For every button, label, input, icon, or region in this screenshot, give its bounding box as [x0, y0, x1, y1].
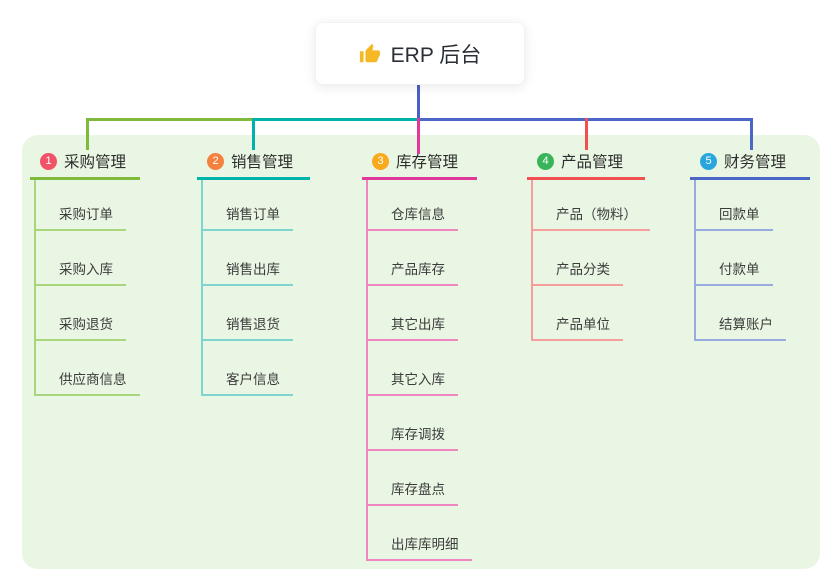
- branch-children: 仓库信息产品库存其它出库其它入库库存调拨库存盘点出库库明细: [366, 180, 477, 561]
- child-label: 库存盘点: [368, 478, 458, 506]
- root-label: ERP 后台: [390, 43, 482, 67]
- branch-connector-drop: [585, 118, 588, 150]
- child-label: 仓库信息: [368, 203, 458, 231]
- branch-node[interactable]: 2 销售管理: [197, 150, 310, 180]
- child-node[interactable]: 库存调拨: [368, 396, 477, 451]
- child-node[interactable]: 采购订单: [36, 180, 140, 231]
- child-label: 销售出库: [203, 258, 293, 286]
- branch-connector-drop: [252, 118, 255, 150]
- child-node[interactable]: 付款单: [696, 231, 810, 286]
- branch-number-badge: 5: [700, 152, 717, 170]
- branch-node[interactable]: 3 库存管理: [362, 150, 477, 180]
- branch-label: 库存管理: [396, 154, 459, 171]
- root-node[interactable]: ERP 后台: [315, 22, 525, 85]
- child-label: 结算账户: [696, 313, 786, 341]
- branch-label: 产品管理: [561, 154, 624, 171]
- branch-number-badge: 3: [372, 152, 389, 170]
- child-node[interactable]: 产品分类: [533, 231, 650, 286]
- branch-children: 采购订单采购入库采购退货供应商信息: [34, 180, 140, 396]
- branch-connector-line: [253, 118, 419, 121]
- child-node[interactable]: 销售退货: [203, 286, 310, 341]
- child-label: 产品单位: [533, 313, 623, 341]
- branch-1: 1 采购管理采购订单采购入库采购退货供应商信息: [30, 150, 140, 396]
- branch-number-badge: 4: [537, 152, 554, 170]
- branch-2: 2 销售管理销售订单销售出库销售退货客户信息: [197, 150, 310, 396]
- branch-node[interactable]: 4 产品管理: [527, 150, 645, 180]
- child-node[interactable]: 回款单: [696, 180, 810, 231]
- branch-connector-drop: [86, 118, 89, 150]
- branch-number-badge: 1: [40, 152, 57, 170]
- branches-panel: [22, 135, 820, 569]
- child-node[interactable]: 其它入库: [368, 341, 477, 396]
- branch-node[interactable]: 5 财务管理: [690, 150, 810, 180]
- branch-3: 3 库存管理仓库信息产品库存其它出库其它入库库存调拨库存盘点出库库明细: [362, 150, 477, 561]
- child-node[interactable]: 结算账户: [696, 286, 810, 341]
- child-node[interactable]: 其它出库: [368, 286, 477, 341]
- child-label: 付款单: [696, 258, 773, 286]
- child-label: 采购入库: [36, 258, 126, 286]
- child-node[interactable]: 采购退货: [36, 286, 140, 341]
- child-label: 库存调拨: [368, 423, 458, 451]
- branch-4: 4 产品管理产品（物料） 产品分类产品单位: [527, 150, 650, 341]
- child-label: 出库库明细: [368, 533, 472, 561]
- child-label: 产品分类: [533, 258, 623, 286]
- child-node[interactable]: 仓库信息: [368, 180, 477, 231]
- child-node[interactable]: 采购入库: [36, 231, 140, 286]
- branch-children: 回款单付款单结算账户: [694, 180, 810, 341]
- child-label: 其它出库: [368, 313, 458, 341]
- child-node[interactable]: 产品（物料）: [533, 180, 650, 231]
- child-node[interactable]: 产品库存: [368, 231, 477, 286]
- branch-label: 采购管理: [64, 154, 127, 171]
- child-label: 销售退货: [203, 313, 293, 341]
- child-node[interactable]: 库存盘点: [368, 451, 477, 506]
- child-label: 销售订单: [203, 203, 293, 231]
- child-label: 其它入库: [368, 368, 458, 396]
- child-label: 采购订单: [36, 203, 126, 231]
- child-node[interactable]: 出库库明细: [368, 506, 477, 561]
- root-connector-line: [417, 83, 420, 120]
- child-label: 产品库存: [368, 258, 458, 286]
- child-node[interactable]: 销售订单: [203, 180, 310, 231]
- branch-connector-drop: [750, 118, 753, 150]
- branch-label: 财务管理: [724, 154, 787, 171]
- branch-children: 销售订单销售出库销售退货客户信息: [201, 180, 310, 396]
- child-label: 采购退货: [36, 313, 126, 341]
- branch-connector-drop: [417, 118, 420, 154]
- child-label: 回款单: [696, 203, 773, 231]
- child-node[interactable]: 产品单位: [533, 286, 650, 341]
- branch-connector-line: [86, 118, 253, 121]
- child-label: 供应商信息: [36, 368, 140, 396]
- child-label: 产品（物料）: [533, 203, 650, 231]
- branch-number-badge: 2: [207, 152, 224, 170]
- thumbs-up-icon: [359, 43, 381, 65]
- branch-node[interactable]: 1 采购管理: [30, 150, 140, 180]
- branch-5: 5 财务管理回款单付款单结算账户: [690, 150, 810, 341]
- branch-children: 产品（物料） 产品分类产品单位: [531, 180, 650, 341]
- child-node[interactable]: 销售出库: [203, 231, 310, 286]
- branch-label: 销售管理: [231, 154, 294, 171]
- child-label: 客户信息: [203, 368, 293, 396]
- child-node[interactable]: 供应商信息: [36, 341, 140, 396]
- child-node[interactable]: 客户信息: [203, 341, 310, 396]
